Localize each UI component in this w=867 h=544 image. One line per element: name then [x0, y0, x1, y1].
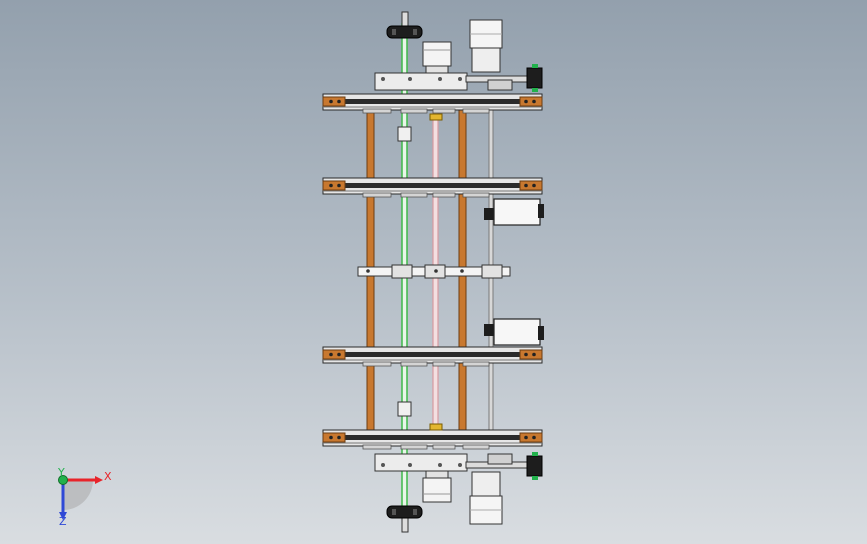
top-assembly	[374, 11, 543, 92]
rail-beam-1	[322, 93, 543, 114]
bottom-coupling	[422, 477, 452, 503]
rod-collars	[397, 113, 443, 431]
top-base-plate	[374, 72, 468, 91]
rail-beam-2	[322, 177, 543, 198]
rail-beam-4	[322, 429, 543, 450]
axis-label-z: Z	[59, 515, 67, 528]
upper-side-motor-box	[484, 198, 544, 226]
bottom-assembly	[374, 452, 543, 533]
top-brass-bushing	[429, 113, 443, 121]
bottom-base-plate	[374, 453, 468, 472]
axis-label-x: X	[104, 470, 112, 483]
bottom-brass-bushing	[429, 423, 443, 431]
top-right-clamp	[526, 67, 543, 89]
rail-beams	[322, 93, 543, 450]
axis-label-y: Y	[57, 466, 65, 479]
coordinate-triad-icon: X Y Z	[57, 466, 112, 528]
rail-beam-3	[322, 346, 543, 367]
lower-side-motor-box	[484, 318, 544, 346]
middle-crossbar	[357, 264, 511, 279]
bottom-right-clamp	[526, 455, 543, 477]
top-coupling	[422, 41, 452, 67]
